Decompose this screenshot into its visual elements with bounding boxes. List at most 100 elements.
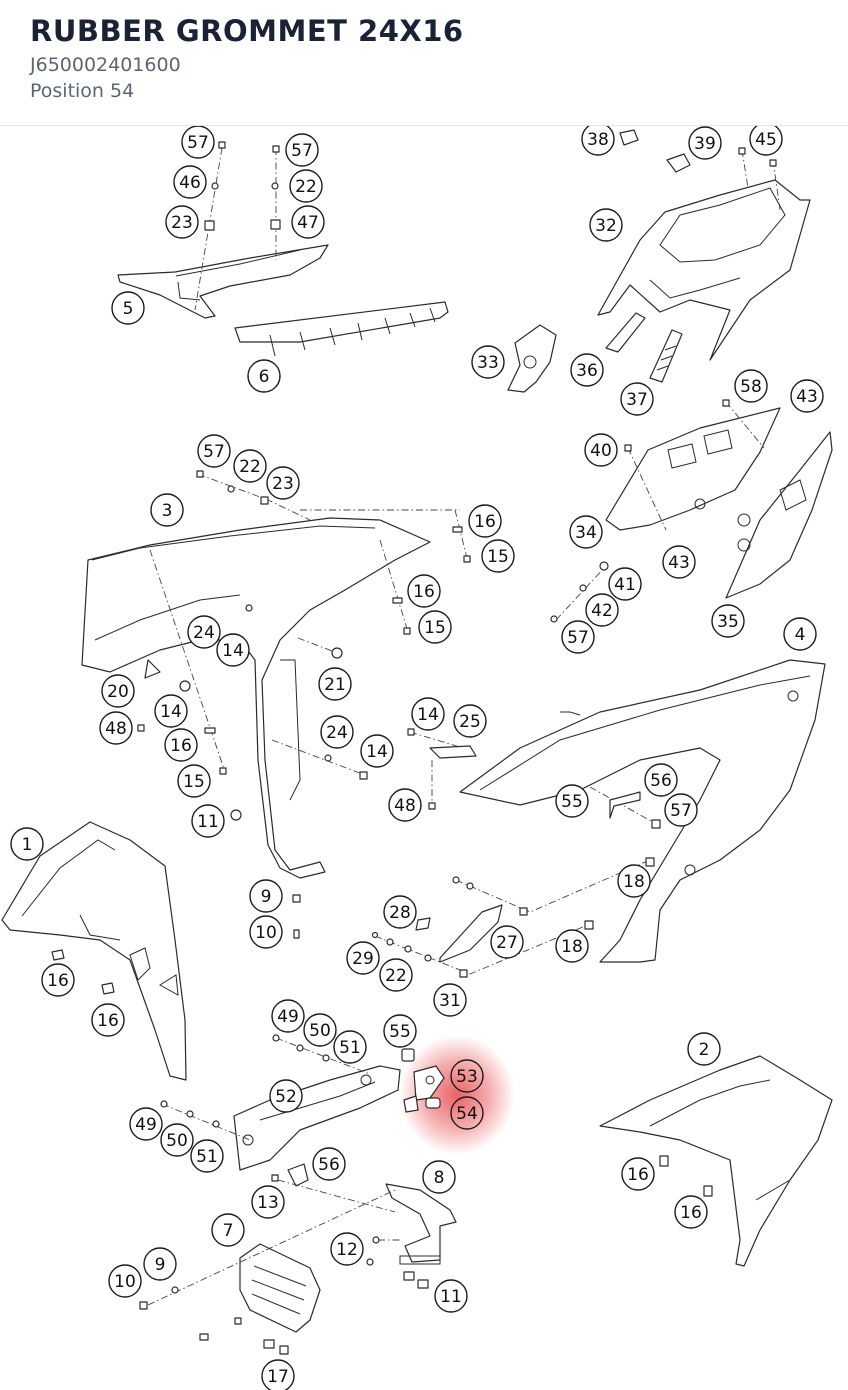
callout-49[interactable]: 49: [129, 1107, 163, 1141]
callout-57[interactable]: 57: [197, 434, 231, 468]
callout-15[interactable]: 15: [481, 539, 515, 573]
callout-57[interactable]: 57: [181, 126, 215, 159]
callout-31[interactable]: 31: [433, 983, 467, 1017]
callout-57[interactable]: 57: [561, 620, 595, 654]
callout-11[interactable]: 11: [434, 1279, 468, 1313]
part-36-strip[interactable]: [605, 312, 646, 353]
callout-41[interactable]: 41: [608, 567, 642, 601]
callout-27[interactable]: 27: [490, 925, 524, 959]
callout-16[interactable]: 16: [41, 963, 75, 997]
part-32-tail-cover[interactable]: [597, 179, 811, 361]
callout-57[interactable]: 57: [664, 793, 698, 827]
callout-34[interactable]: 34: [569, 515, 603, 549]
callout-16[interactable]: 16: [164, 728, 198, 762]
callout-35[interactable]: 35: [711, 604, 745, 638]
callout-53[interactable]: 53: [450, 1059, 484, 1093]
callout-36[interactable]: 36: [570, 353, 604, 387]
callout-8[interactable]: 8: [422, 1160, 456, 1194]
callout-29[interactable]: 29: [346, 941, 380, 975]
callout-51[interactable]: 51: [190, 1139, 224, 1173]
part-8-bracket[interactable]: [366, 1183, 457, 1289]
part-5-bracket[interactable]: [117, 244, 329, 319]
callout-1[interactable]: 1: [10, 827, 44, 861]
callout-50[interactable]: 50: [160, 1123, 194, 1157]
callout-5[interactable]: 5: [111, 291, 145, 325]
part-1-side-panel[interactable]: [1, 821, 187, 1081]
callout-56[interactable]: 56: [312, 1147, 346, 1181]
part-4-side-cover[interactable]: [459, 659, 826, 963]
callout-20[interactable]: 20: [101, 674, 135, 708]
callout-48[interactable]: 48: [99, 711, 133, 745]
callout-2[interactable]: 2: [687, 1032, 721, 1066]
callout-55[interactable]: 55: [555, 784, 589, 818]
callout-13[interactable]: 13: [251, 1185, 285, 1219]
part-35-side-panel[interactable]: [725, 431, 833, 599]
callout-7[interactable]: 7: [211, 1213, 245, 1247]
callout-16[interactable]: 16: [91, 1003, 125, 1037]
part-52-bracket[interactable]: [233, 1065, 401, 1171]
part-39-grommet[interactable]: [666, 153, 691, 173]
callout-22[interactable]: 22: [379, 958, 413, 992]
part-53-plate[interactable]: [413, 1065, 445, 1101]
callout-9[interactable]: 9: [143, 1247, 177, 1281]
callout-50[interactable]: 50: [303, 1013, 337, 1047]
callout-22[interactable]: 22: [289, 169, 323, 203]
callout-54[interactable]: 54: [450, 1096, 484, 1130]
callout-23[interactable]: 23: [266, 466, 300, 500]
callout-47[interactable]: 47: [291, 205, 325, 239]
callout-16[interactable]: 16: [674, 1195, 708, 1229]
part-2-fender[interactable]: [599, 1055, 833, 1267]
callout-12[interactable]: 12: [330, 1232, 364, 1266]
callout-28[interactable]: 28: [383, 895, 417, 929]
callout-24[interactable]: 24: [320, 715, 354, 749]
callout-11[interactable]: 11: [191, 804, 225, 838]
callout-24[interactable]: 24: [187, 615, 221, 649]
callout-49[interactable]: 49: [271, 999, 305, 1033]
callout-16[interactable]: 16: [407, 574, 441, 608]
callout-39[interactable]: 39: [688, 126, 722, 160]
callout-32[interactable]: 32: [589, 208, 623, 242]
callout-25[interactable]: 25: [453, 704, 487, 738]
callout-9[interactable]: 9: [249, 879, 283, 913]
callout-16[interactable]: 16: [621, 1157, 655, 1191]
callout-58[interactable]: 58: [734, 369, 768, 403]
callout-14[interactable]: 14: [216, 633, 250, 667]
callout-52[interactable]: 52: [269, 1079, 303, 1113]
callout-15[interactable]: 15: [177, 764, 211, 798]
callout-18[interactable]: 18: [555, 929, 589, 963]
callout-56[interactable]: 56: [644, 763, 678, 797]
part-38-grommet[interactable]: [619, 129, 639, 146]
callout-3[interactable]: 3: [150, 493, 184, 527]
part-54-rubber-grommet[interactable]: [403, 1095, 441, 1113]
callout-18[interactable]: 18: [617, 864, 651, 898]
callout-23[interactable]: 23: [165, 205, 199, 239]
callout-21[interactable]: 21: [318, 667, 352, 701]
callout-45[interactable]: 45: [749, 126, 783, 156]
part-37-grille[interactable]: [649, 329, 683, 383]
callout-42[interactable]: 42: [585, 593, 619, 627]
callout-57[interactable]: 57: [285, 133, 319, 167]
callout-10[interactable]: 10: [108, 1264, 142, 1298]
callout-14[interactable]: 14: [360, 734, 394, 768]
callout-46[interactable]: 46: [173, 165, 207, 199]
callout-40[interactable]: 40: [584, 433, 618, 467]
part-55-screw[interactable]: [401, 1048, 415, 1062]
part-7-grille[interactable]: [139, 1189, 396, 1355]
part-6-bracket[interactable]: [234, 301, 449, 357]
callout-6[interactable]: 6: [247, 359, 281, 393]
callout-10[interactable]: 10: [249, 915, 283, 949]
callout-38[interactable]: 38: [581, 126, 615, 156]
callout-14[interactable]: 14: [411, 697, 445, 731]
callout-14[interactable]: 14: [154, 694, 188, 728]
callout-43[interactable]: 43: [662, 545, 696, 579]
part-34-side-panel[interactable]: [605, 407, 781, 531]
callout-15[interactable]: 15: [418, 610, 452, 644]
callout-55[interactable]: 55: [383, 1014, 417, 1048]
part-3-front-fairing[interactable]: [81, 517, 431, 879]
callout-43[interactable]: 43: [790, 379, 824, 413]
callout-33[interactable]: 33: [471, 345, 505, 379]
callout-22[interactable]: 22: [233, 449, 267, 483]
part-33-bracket[interactable]: [507, 324, 557, 393]
callout-16[interactable]: 16: [468, 504, 502, 538]
callout-17[interactable]: 17: [261, 1359, 295, 1390]
